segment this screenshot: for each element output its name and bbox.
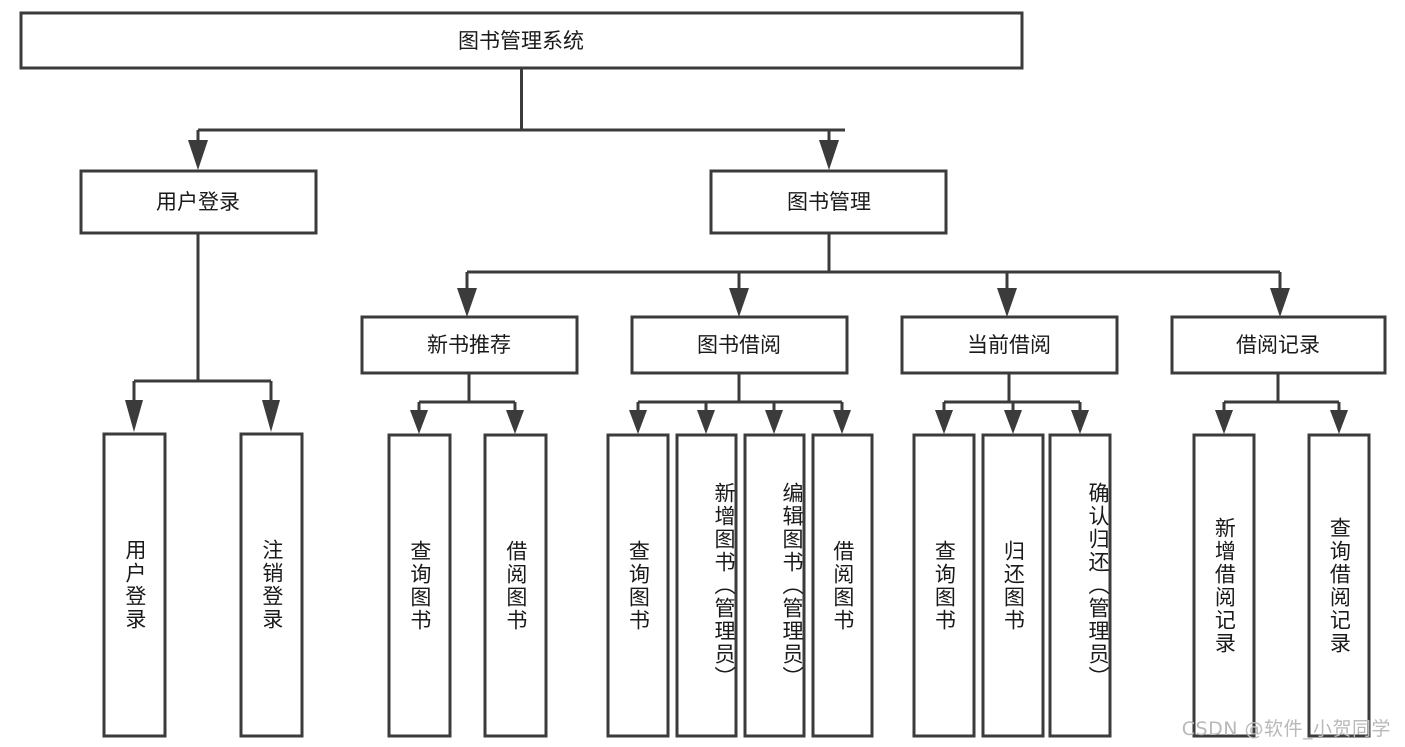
- csdn-watermark: CSDN @软件_小贺同学: [1181, 718, 1391, 740]
- node-current-borrow-box[interactable]: [900, 315, 1119, 375]
- node-book-borrow-box[interactable]: [630, 315, 849, 375]
- arrow-head-borrow-record: [1270, 288, 1290, 317]
- leaf-bookborrow-edit-box[interactable]: [743, 433, 806, 738]
- arrow-head-bookborrow-leaf-4: [833, 410, 851, 434]
- arrow-head-current-borrow: [997, 288, 1017, 317]
- arrow-head-currentborrow-leaf-3: [1071, 410, 1089, 434]
- node-borrow-record-label: 借阅记录: [1236, 333, 1320, 357]
- arrow-head-book-mgmt: [819, 140, 839, 170]
- leaf-bookborrow-query-box[interactable]: [606, 433, 670, 738]
- node-book-borrow-label: 图书借阅: [697, 333, 781, 357]
- leaf-bookborrow-borrow-box[interactable]: [811, 433, 874, 738]
- node-borrow-record-box[interactable]: [1170, 315, 1387, 375]
- leaf-currentborrow-confirm-box[interactable]: [1048, 433, 1112, 738]
- arrow-head-bookborrow-leaf-2: [697, 410, 715, 434]
- node-layer: 图书管理系统 用户登录 图书管理 新书推荐 图书借阅 当前借阅 借阅记录: [19, 11, 1387, 738]
- arrow-head-new-book-rec: [457, 288, 477, 317]
- arrow-head-newbook-leaf-1: [410, 410, 428, 434]
- arrow-head-currentborrow-leaf-2: [1004, 410, 1022, 434]
- arrow-head-user-login: [188, 140, 208, 170]
- connector-layer: [125, 68, 1348, 434]
- node-book-management-box[interactable]: [709, 169, 948, 235]
- arrow-head-newbook-leaf-2: [506, 410, 524, 434]
- arrow-head-leaf-user-login: [125, 400, 143, 432]
- node-root-box[interactable]: [19, 11, 1024, 70]
- node-new-book-recommend-label: 新书推荐: [427, 333, 511, 357]
- node-current-borrow-label: 当前借阅: [967, 333, 1051, 357]
- arrow-head-bookborrow-leaf-3: [765, 410, 783, 434]
- leaf-currentborrow-query-box[interactable]: [912, 433, 976, 738]
- leaf-borrowrecord-query-box[interactable]: [1307, 433, 1371, 738]
- arrow-head-borrowrecord-leaf-2: [1330, 410, 1348, 434]
- node-user-login-label: 用户登录: [156, 190, 240, 214]
- arrow-head-bookborrow-leaf-1: [629, 410, 647, 434]
- leaf-newbook-borrow-box[interactable]: [483, 433, 548, 738]
- node-user-login-box[interactable]: [79, 169, 318, 235]
- leaf-currentborrow-return-box[interactable]: [981, 433, 1045, 738]
- arrow-head-borrowrecord-leaf-1: [1215, 410, 1233, 434]
- arrow-head-leaf-logout: [262, 400, 280, 432]
- leaf-bookborrow-add-box[interactable]: [675, 433, 738, 738]
- leaf-user-login-box[interactable]: [102, 432, 167, 738]
- leaf-newbook-query-box[interactable]: [387, 433, 452, 738]
- arrow-head-book-borrow: [729, 288, 749, 317]
- arrow-head-currentborrow-leaf-1: [935, 410, 953, 434]
- node-new-book-recommend-box[interactable]: [360, 315, 579, 375]
- node-book-management-label: 图书管理: [787, 190, 871, 214]
- node-root-label: 图书管理系统: [458, 29, 584, 53]
- leaf-borrowrecord-add-box[interactable]: [1192, 433, 1256, 738]
- leaf-logout-box[interactable]: [239, 432, 304, 738]
